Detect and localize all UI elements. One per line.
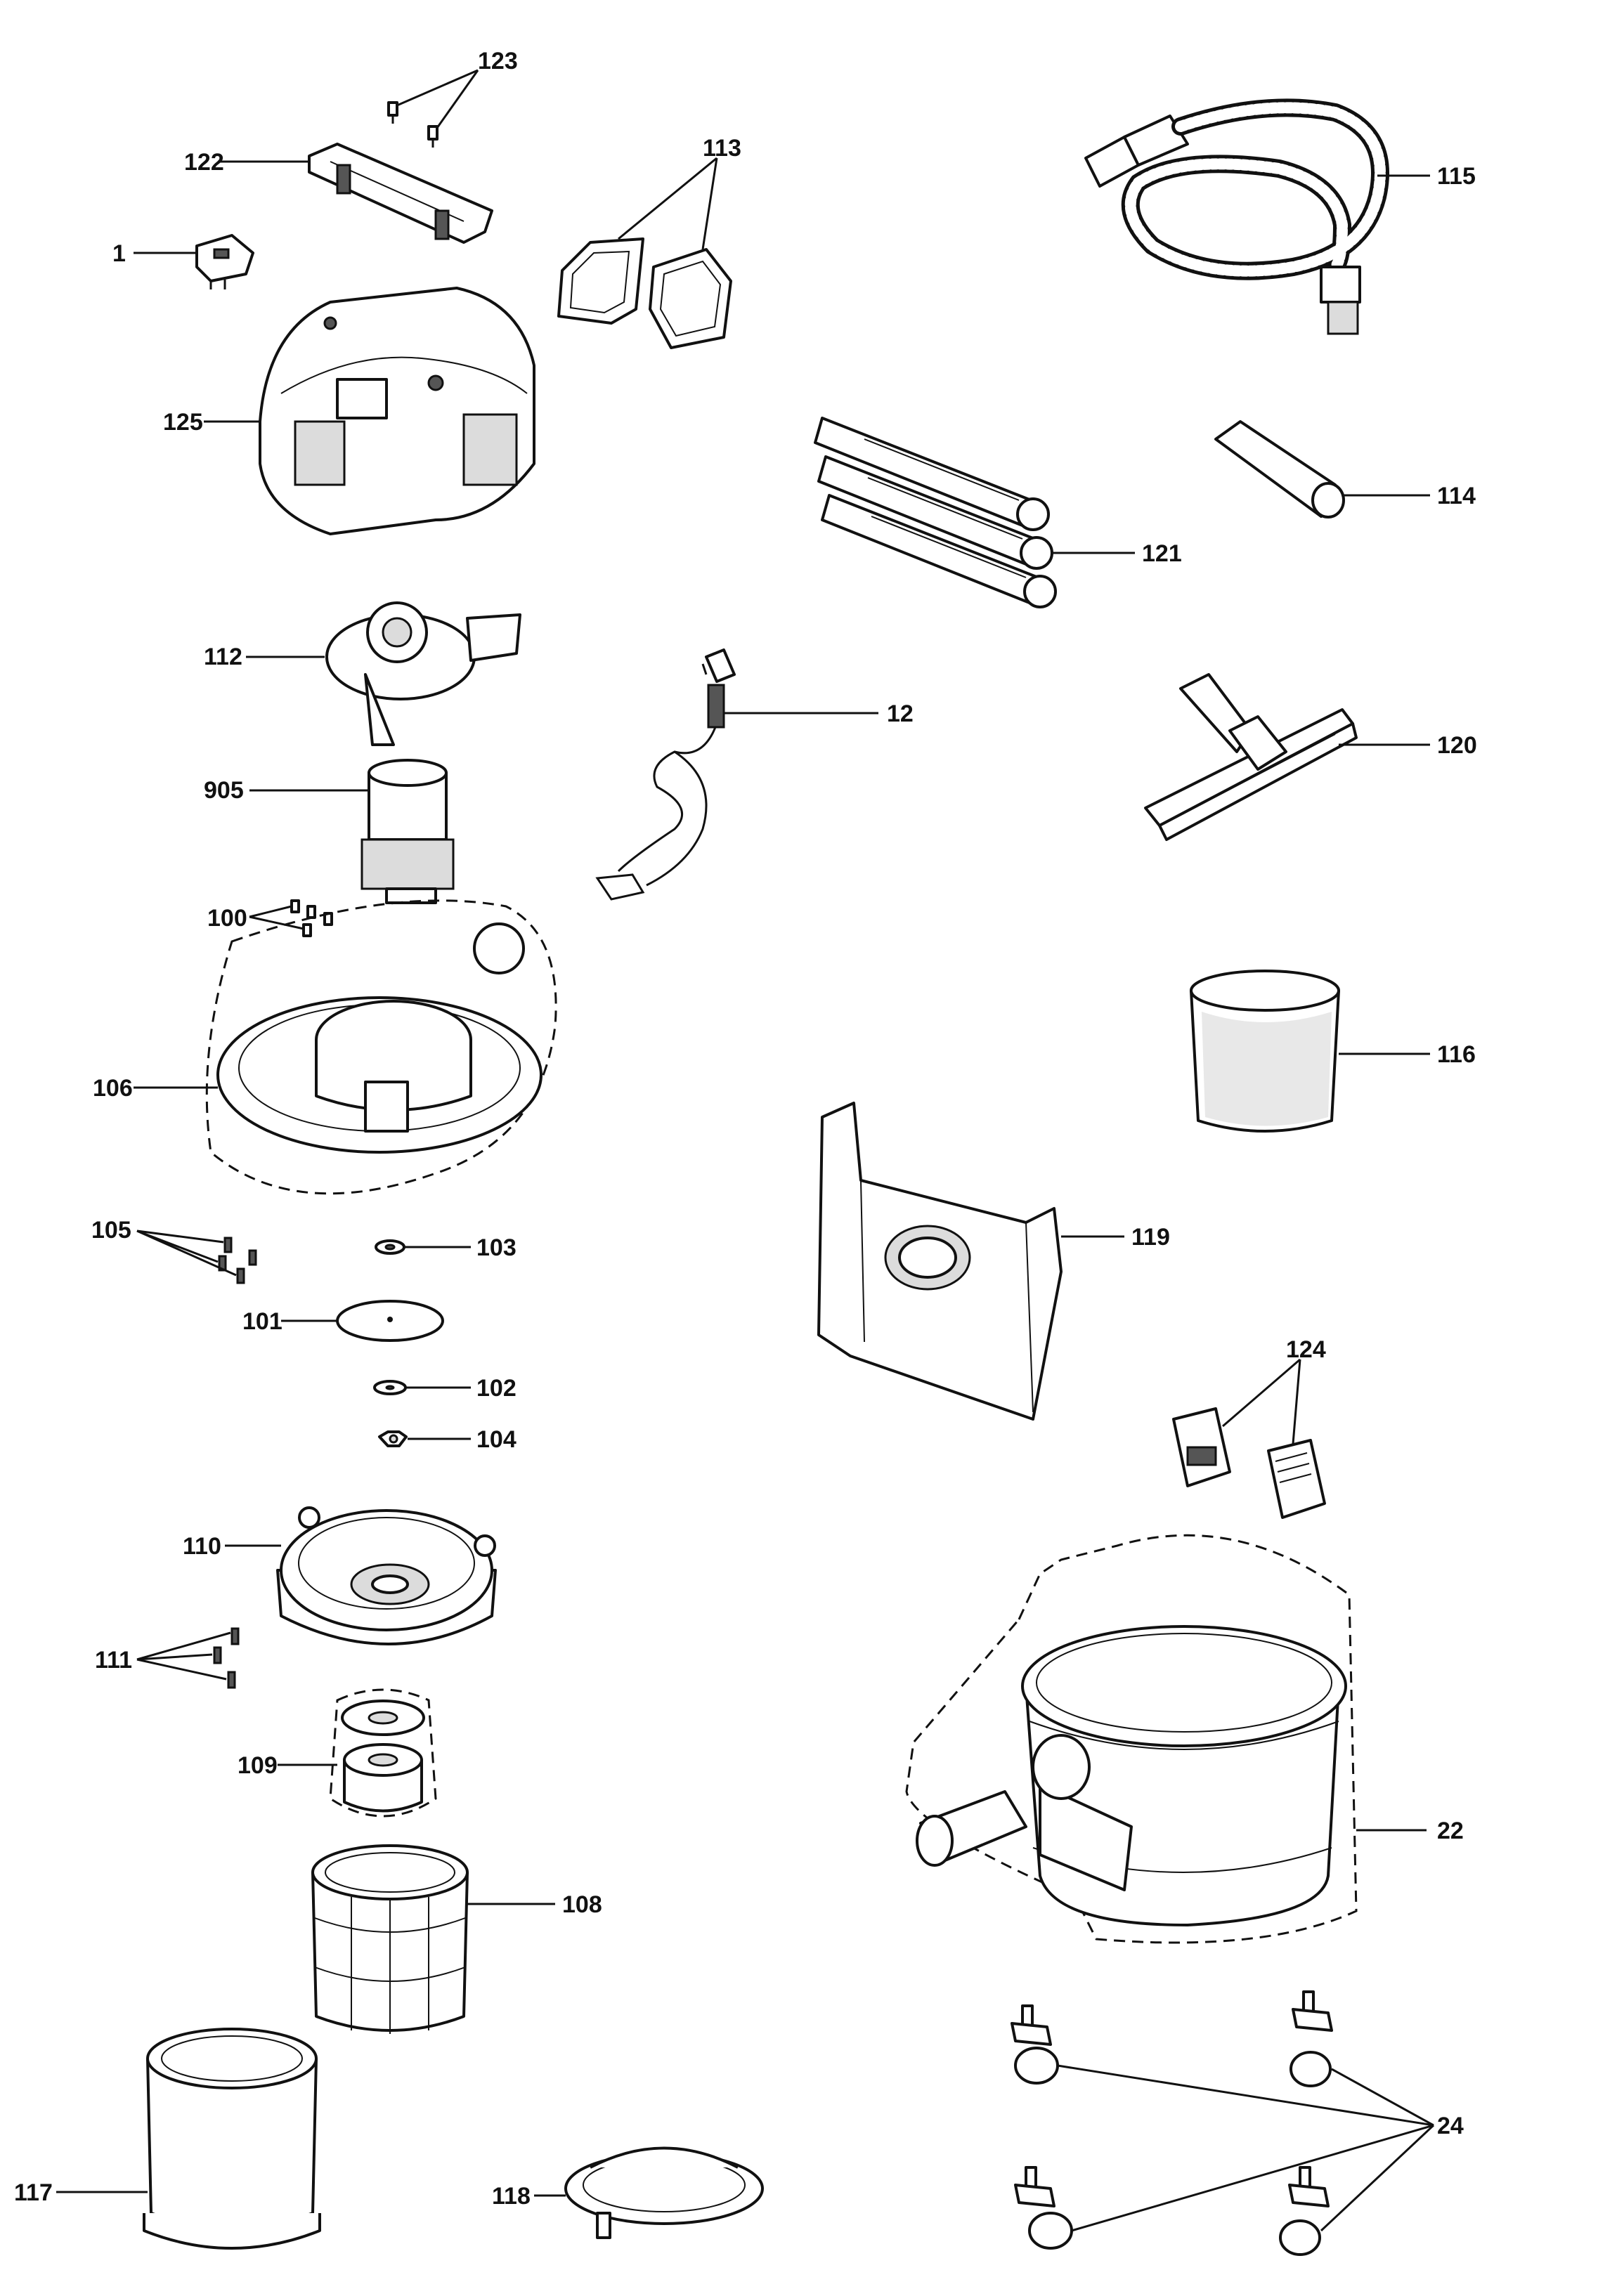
callout-22: 22 xyxy=(1437,1818,1464,1844)
callout-110: 110 xyxy=(183,1533,221,1560)
callout-116: 116 xyxy=(1437,1041,1476,1068)
castor-2 xyxy=(1290,1990,1333,2087)
callout-105: 105 xyxy=(91,1217,131,1244)
callout-119: 119 xyxy=(1131,1224,1170,1251)
callout-122: 122 xyxy=(184,149,224,176)
castor-4 xyxy=(1279,2166,1330,2256)
callout-113: 113 xyxy=(703,135,741,162)
part-101-disc xyxy=(281,1300,444,1342)
part-113-gaskets xyxy=(557,157,732,349)
part-102-washer xyxy=(373,1380,471,1395)
callout-108: 108 xyxy=(562,1891,602,1918)
callout-125: 125 xyxy=(163,409,203,436)
part-105-screws xyxy=(136,1229,257,1284)
part-1-switch xyxy=(134,234,254,289)
part-111-screws xyxy=(136,1627,240,1689)
callout-106: 106 xyxy=(93,1075,133,1102)
callout-905: 905 xyxy=(204,777,244,804)
part-118-filter-lid xyxy=(534,2146,764,2239)
callout-101: 101 xyxy=(242,1308,282,1335)
callout-103: 103 xyxy=(476,1234,517,1261)
callout-124: 124 xyxy=(1286,1336,1326,1363)
callout-12: 12 xyxy=(887,700,914,727)
part-24-castors xyxy=(1011,1990,1435,2256)
part-106-motor-base xyxy=(134,899,557,1195)
part-100-screws xyxy=(249,899,333,937)
callout-115: 115 xyxy=(1437,163,1476,190)
callout-104: 104 xyxy=(476,1426,517,1453)
callout-120: 120 xyxy=(1437,732,1477,759)
callout-100: 100 xyxy=(207,905,247,932)
callout-117: 117 xyxy=(14,2179,53,2206)
part-123-screws xyxy=(387,69,479,148)
part-116-filter-sleeve xyxy=(1190,970,1430,1133)
part-121-tubes xyxy=(814,417,1135,608)
callout-111: 111 xyxy=(95,1647,132,1674)
part-22-container xyxy=(905,1534,1427,1944)
callout-109: 109 xyxy=(238,1752,278,1779)
part-124-clips xyxy=(1172,1358,1326,1519)
castor-1 xyxy=(1011,2004,1059,2085)
part-110-fan-housing xyxy=(225,1506,497,1645)
part-125-motor-head xyxy=(204,287,535,535)
part-103-washer xyxy=(375,1239,471,1255)
callout-123: 123 xyxy=(478,48,518,74)
callout-118: 118 xyxy=(492,2183,531,2210)
part-109-foam-rings xyxy=(278,1688,437,1818)
part-122-handle xyxy=(218,143,493,244)
castor-3 xyxy=(1014,2166,1073,2250)
part-115-hose xyxy=(1084,98,1430,335)
callout-121: 121 xyxy=(1142,540,1182,567)
callout-114: 114 xyxy=(1437,483,1476,509)
part-12-power-cord xyxy=(595,648,878,901)
part-108-filter-cage xyxy=(311,1844,555,2034)
callout-24: 24 xyxy=(1437,2113,1464,2139)
part-119-filter-bag xyxy=(817,1102,1124,1421)
callout-102: 102 xyxy=(476,1375,517,1402)
part-114-crevice xyxy=(1214,420,1430,518)
part-905-motor xyxy=(249,759,455,904)
part-104-nut xyxy=(378,1430,471,1447)
callout-112: 112 xyxy=(204,644,242,670)
part-117-cartridge-filter xyxy=(56,2028,321,2250)
callout-1: 1 xyxy=(112,240,126,267)
part-120-floor-tool xyxy=(1144,673,1430,841)
part-112-shroud xyxy=(246,601,521,746)
